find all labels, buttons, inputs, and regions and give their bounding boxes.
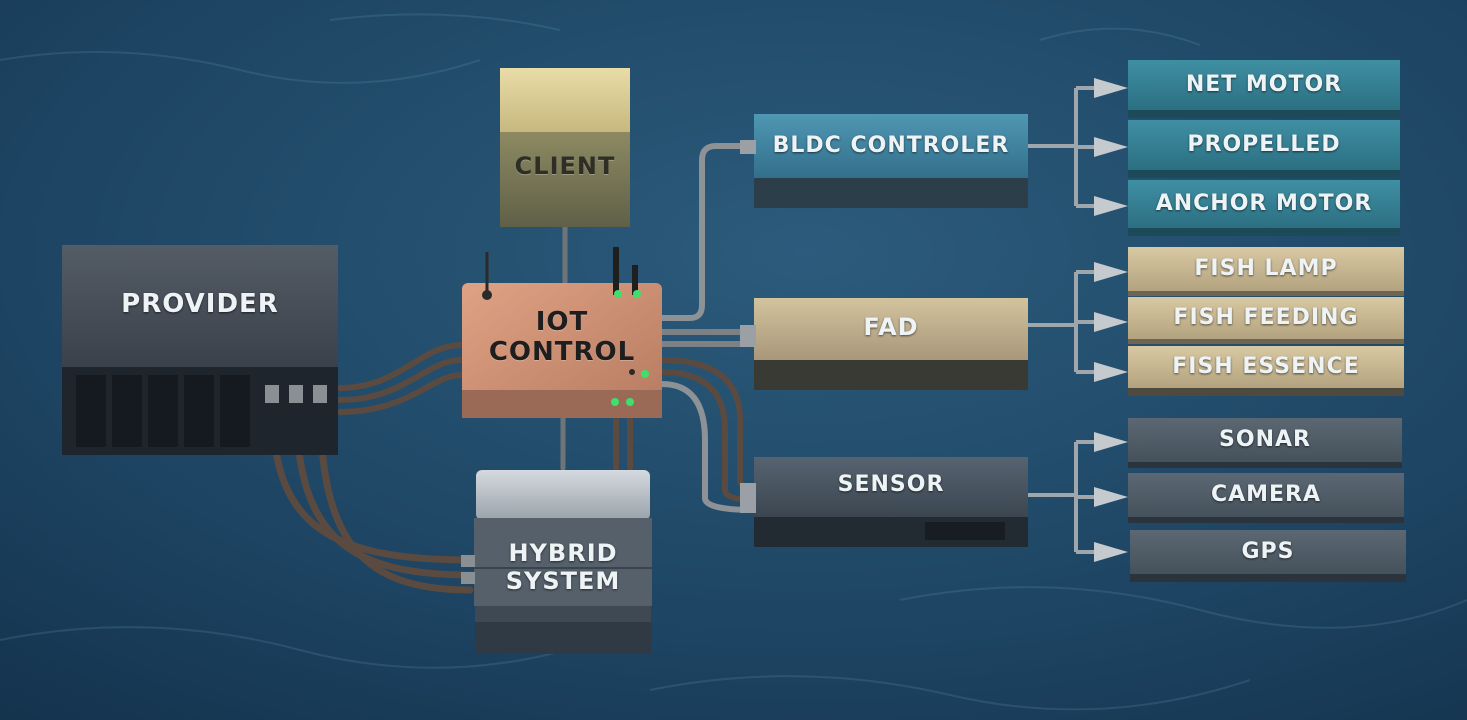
output-camera: CAMERA xyxy=(1210,482,1322,508)
antenna-right-2 xyxy=(632,265,638,295)
output-sonar: SONAR xyxy=(1219,427,1311,453)
bldc-controller-block xyxy=(740,114,1028,208)
output-fish-feeding: FISH FEEDING xyxy=(1173,305,1359,331)
sensor-block xyxy=(740,457,1028,547)
fad-output-boxes xyxy=(1128,247,1404,396)
provider-label: PROVIDER xyxy=(121,289,279,320)
provider-block xyxy=(62,245,338,455)
antenna-right-1 xyxy=(613,247,619,295)
sensor-label: SENSOR xyxy=(837,472,945,498)
output-arrowheads xyxy=(1094,78,1128,562)
client-label: CLIENT xyxy=(514,152,616,181)
output-net-motor: NET MOTOR xyxy=(1185,72,1343,98)
client-block xyxy=(500,68,630,227)
output-fish-lamp: FISH LAMP xyxy=(1194,256,1338,282)
sensor-output-boxes xyxy=(1128,418,1406,582)
iot-control-label: IOT CONTROL xyxy=(488,307,636,367)
wave-highlights xyxy=(0,13,1467,711)
bldc-output-boxes xyxy=(1128,60,1400,236)
output-propelled: PROPELLED xyxy=(1187,132,1341,158)
iot-control-block xyxy=(462,247,662,418)
fad-block xyxy=(740,298,1028,390)
hybrid-system-block xyxy=(461,470,652,654)
output-gps: GPS xyxy=(1241,539,1295,565)
output-fish-essence: FISH ESSENCE xyxy=(1172,354,1360,380)
hybrid-system-label: HYBRID SYSTEM xyxy=(505,539,621,595)
bldc-controller-label: BLDC CONTROLER xyxy=(772,133,1010,159)
fad-label: FAD xyxy=(863,313,919,342)
output-anchor-motor: ANCHOR MOTOR xyxy=(1155,191,1373,217)
